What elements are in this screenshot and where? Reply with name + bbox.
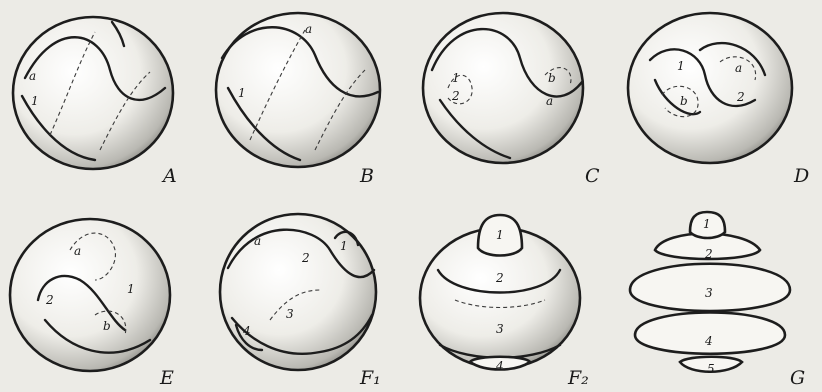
mark-1: 1 <box>452 71 460 85</box>
mark-2: 2 <box>301 251 310 265</box>
mark-a: a <box>735 61 742 75</box>
panel-f1: a 2 1 3 4 F₁ <box>220 214 381 389</box>
sphere-outline <box>10 219 170 371</box>
panel-f2: 1 2 3 4 F₂ <box>420 215 589 389</box>
panel-label: A <box>161 165 177 187</box>
panel-a: a 1 A <box>13 17 177 187</box>
panel-e: a 1 2 b E <box>10 219 174 389</box>
panel-c: 1 2 b a C <box>423 13 600 187</box>
mark-2: 2 <box>451 89 460 103</box>
panel-label: F₁ <box>359 367 381 389</box>
mark-a: a <box>254 234 261 248</box>
mark-1: 1 <box>677 59 685 73</box>
mark-a: a <box>29 69 36 83</box>
mark-5: 5 <box>707 362 715 376</box>
mark-1: 1 <box>496 228 504 242</box>
mark-2: 2 <box>495 271 504 285</box>
mark-4: 4 <box>495 359 504 373</box>
mark-a: a <box>305 22 312 36</box>
mark-3: 3 <box>286 307 294 321</box>
mark-2: 2 <box>704 247 713 261</box>
mark-b: b <box>103 319 111 333</box>
panel-g: 1 2 3 4 5 G <box>630 212 805 389</box>
panel-label: C <box>585 165 600 187</box>
mark-b: b <box>680 94 688 108</box>
mark-4: 4 <box>242 324 251 338</box>
mark-1: 1 <box>31 94 39 108</box>
panel-label: B <box>359 165 374 187</box>
panel-d: 1 a b 2 D <box>628 13 809 187</box>
mark-4: 4 <box>704 334 713 348</box>
mark-1: 1 <box>703 217 711 231</box>
panel-label: G <box>790 367 805 389</box>
mark-b: b <box>548 71 556 85</box>
panel-label: D <box>793 165 809 187</box>
panel-label: F₂ <box>567 367 589 389</box>
mark-3: 3 <box>705 286 713 300</box>
mark-a: a <box>74 244 81 258</box>
mark-a: a <box>546 94 553 108</box>
mark-1: 1 <box>340 239 348 253</box>
sphere-outline <box>13 17 173 169</box>
mark-1: 1 <box>127 282 135 296</box>
mark-3: 3 <box>496 322 504 336</box>
sphere-outline <box>220 214 376 370</box>
mark-2: 2 <box>736 90 745 104</box>
panel-label: E <box>159 367 174 389</box>
mark-1: 1 <box>238 86 246 100</box>
mark-2: 2 <box>45 293 54 307</box>
panel-b: a 1 B <box>216 13 380 187</box>
